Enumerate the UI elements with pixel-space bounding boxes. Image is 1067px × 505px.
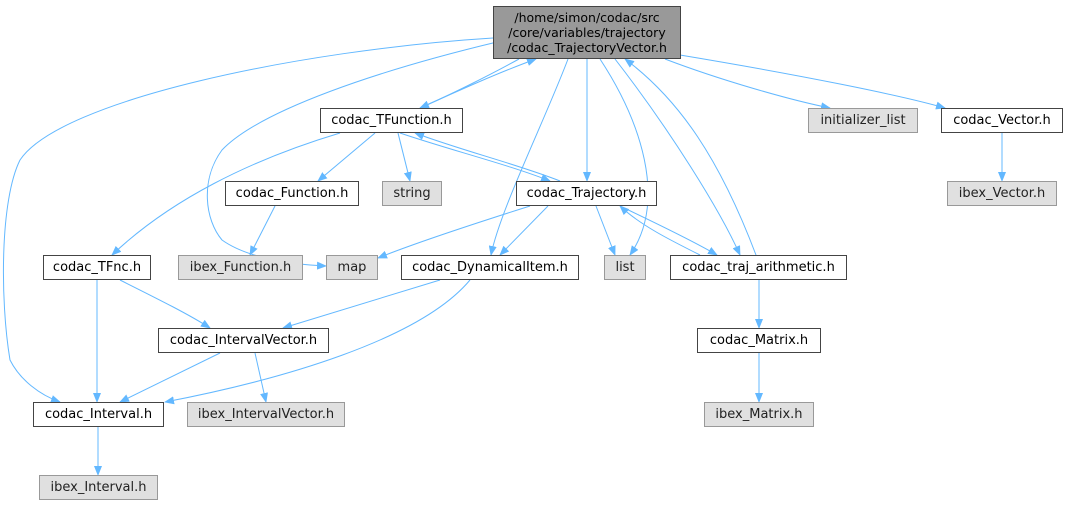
node-codac-matrix[interactable]: codac_Matrix.h	[697, 328, 821, 353]
edge-trajarithmetic-to-root	[624, 58, 757, 256]
node-codac-intervalvector[interactable]: codac_IntervalVector.h	[158, 328, 329, 353]
node-codac-traj-arithmetic[interactable]: codac_traj_arithmetic.h	[670, 255, 847, 280]
edge-dynamicalitem-to-interval	[164, 279, 471, 405]
edge-tfunction-to-string	[397, 132, 412, 182]
node-ibex-matrix[interactable]: ibex_Matrix.h	[704, 402, 814, 427]
edge-trajectory-to-tfunction	[414, 132, 561, 182]
edge-function-to-ibexfunction	[249, 205, 276, 256]
edge-root-to-map	[206, 41, 498, 270]
node-list[interactable]: list	[604, 255, 646, 280]
root-path-line-1: /home/simon/codac/src	[514, 10, 660, 25]
root-path-line-3: /codac_TrajectoryVector.h	[507, 40, 667, 55]
edge-tfunction-to-root	[419, 58, 537, 109]
edge-trajectory-to-list	[595, 205, 616, 256]
node-ibex-function[interactable]: ibex_Function.h	[178, 255, 303, 280]
node-codac-tfnc[interactable]: codac_TFnc.h	[43, 255, 151, 280]
edge-root-to-dynamicalitem	[488, 58, 569, 256]
edge-tfunction-to-trajectory	[399, 132, 551, 182]
edge-root-to-trajarithmetic	[614, 58, 741, 256]
edge-trajarithmetic-to-trajectory	[619, 205, 701, 256]
node-ibex-interval[interactable]: ibex_Interval.h	[39, 475, 158, 500]
edge-trajectory-to-dynamicalitem	[499, 205, 549, 256]
edge-root-to-list	[599, 58, 649, 256]
edge-tfnc-to-intervalvector	[119, 279, 211, 329]
node-codac-tfunction[interactable]: codac_TFunction.h	[320, 108, 463, 133]
edge-root-to-tfunction	[419, 58, 520, 109]
node-initializer-list[interactable]: initializer_list	[808, 108, 918, 133]
node-codac-vector[interactable]: codac_Vector.h	[941, 108, 1063, 133]
edge-root-to-initializer-list	[664, 58, 831, 111]
edge-trajectory-to-map	[377, 205, 531, 259]
edge-tfunction-to-tfnc	[111, 132, 341, 256]
node-codac-function[interactable]: codac_Function.h	[225, 181, 359, 206]
edge-root-to-interval	[2, 37, 494, 403]
node-codac-interval[interactable]: codac_Interval.h	[33, 402, 164, 427]
node-ibex-intervalvector[interactable]: ibex_IntervalVector.h	[187, 402, 345, 427]
edge-tfunction-to-function	[317, 132, 376, 182]
node-string[interactable]: string	[382, 181, 442, 206]
root-path-line-2: /core/variables/trajectory	[508, 25, 666, 40]
edge-dynamicalitem-to-intervalvector	[282, 279, 441, 330]
edge-intervalvector-to-interval	[119, 352, 221, 403]
root-node-trajectoryvector[interactable]: /home/simon/codac/src /core/variables/tr…	[493, 6, 681, 59]
node-codac-trajectory[interactable]: codac_Trajectory.h	[516, 181, 657, 206]
edge-intervalvector-to-ibexintervalvector	[254, 352, 268, 403]
node-codac-dynamicalitem[interactable]: codac_DynamicalItem.h	[401, 255, 579, 280]
node-map[interactable]: map	[326, 255, 378, 280]
edge-root-to-vector	[679, 54, 946, 110]
node-ibex-vector[interactable]: ibex_Vector.h	[947, 181, 1057, 206]
edge-trajectory-to-trajarithmetic	[619, 205, 718, 256]
